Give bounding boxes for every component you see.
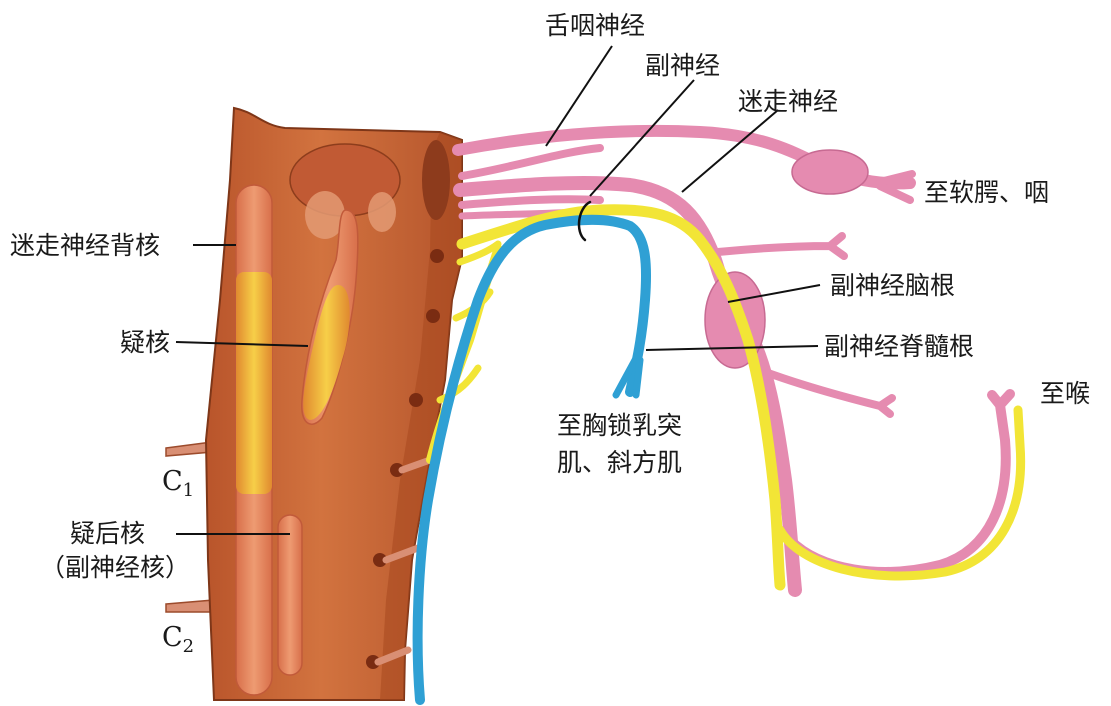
label-to-palate-pharynx: 至软腭、咽 [924, 178, 1049, 207]
recurrent-laryngeal-branch [790, 394, 1010, 572]
c2-root [166, 600, 214, 612]
vagus-pharyngeal-branch [718, 236, 844, 256]
label-cranial-root: 副神经脑根 [830, 271, 955, 300]
dorsal-vagal-yellow-segment [236, 272, 272, 494]
label-retroambiguus-line2: （副神经核） [40, 553, 190, 582]
label-to-larynx: 至喉 [1040, 379, 1090, 408]
labels: 舌咽神经 副神经 迷走神经 至软腭、咽 迷走神经背核 疑核 副神经脑根 副神经脊… [10, 11, 1090, 657]
retroambiguus-nucleus [278, 515, 302, 675]
accessory-to-larynx [780, 410, 1021, 576]
label-to-muscles-line2: 肌、斜方肌 [557, 448, 682, 477]
label-nucleus-ambiguus: 疑核 [120, 328, 170, 357]
leader-vagus [682, 110, 778, 192]
accessory-cranial-root [462, 210, 780, 585]
label-c2: C2 [162, 622, 194, 657]
label-to-muscles-line1: 至胸锁乳突 [557, 411, 682, 440]
glossopharyngeal-rootlet [462, 148, 600, 176]
vagus-rootlet-1 [462, 199, 600, 205]
label-vagus: 迷走神经 [738, 87, 838, 116]
label-glossopharyngeal: 舌咽神经 [545, 11, 645, 40]
yellow-nerves [430, 210, 1021, 585]
label-spinal-root: 副神经脊髓根 [824, 332, 974, 361]
blue-branch-b [636, 360, 640, 395]
lateral-recess [422, 140, 450, 220]
label-retroambiguus-line1: 疑后核 [70, 519, 145, 548]
label-dorsal-vagal-nucleus: 迷走神经背核 [10, 231, 160, 260]
glossopharyngeal-ganglion [792, 150, 868, 194]
label-c1: C1 [162, 466, 194, 501]
label-accessory: 副神经 [645, 51, 720, 80]
bulge-right [368, 192, 396, 232]
